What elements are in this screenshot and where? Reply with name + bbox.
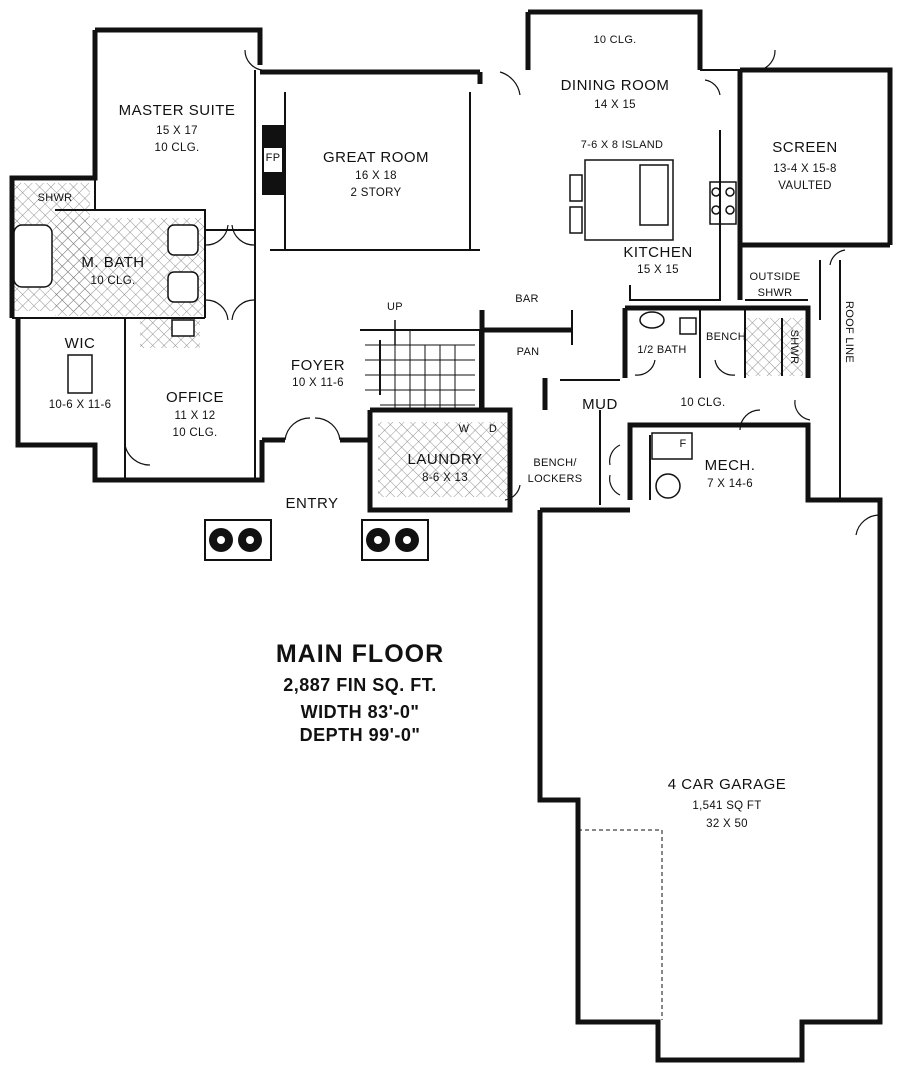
great-room-name: GREAT ROOM [322, 149, 430, 166]
plan-info-block: MAIN FLOOR 2,887 FIN SQ. FT. WIDTH 83'-0… [276, 640, 444, 746]
entry-label: ENTRY [285, 495, 339, 512]
master-shower-label: SHWR [37, 192, 73, 204]
master-suite-clg: 10 CLG. [154, 142, 200, 154]
garage-name: 4 CAR GARAGE [667, 776, 787, 793]
plan-depth: DEPTH 99'-0" [299, 725, 421, 745]
dining-room-name: DINING ROOM [560, 77, 670, 94]
pantry-label: PAN [516, 346, 540, 358]
plan-width: WIDTH 83'-0" [300, 702, 420, 722]
kitchen-fixtures [569, 159, 737, 499]
mud-name: MUD [582, 396, 618, 413]
mech-name: MECH. [704, 457, 756, 474]
fireplace [262, 125, 284, 195]
interior-walls [12, 69, 841, 505]
foyer-name: FOYER [290, 357, 346, 374]
bath-fixtures [13, 224, 697, 394]
office-clg: 10 CLG. [172, 427, 218, 439]
screen-porch-name: SCREEN [772, 139, 838, 156]
stair-up-label: UP [387, 301, 403, 313]
front-planters [204, 519, 429, 561]
doors [124, 49, 881, 536]
office-dim: 11 X 12 [174, 410, 216, 422]
shower-vertical-label: SHWR [787, 329, 800, 365]
plan-title: MAIN FLOOR [275, 640, 445, 668]
dining-room-dim: 14 X 15 [594, 99, 636, 111]
master-suite-dim: 15 X 17 [156, 125, 198, 137]
garage-doors [539, 585, 663, 1020]
master-bath-clg: 10 CLG. [90, 275, 136, 287]
master-suite-name: MASTER SUITE [118, 102, 236, 119]
half-bath-label: 1/2 BATH [637, 344, 687, 356]
bar-label: BAR [515, 293, 539, 305]
great-room-story: 2 STORY [350, 187, 402, 199]
dryer-label: D [488, 423, 498, 435]
wic-name: WIC [64, 335, 96, 352]
garage-sqft: 1,541 SQ FT [692, 800, 762, 812]
outside-shower-line2: SHWR [757, 287, 793, 299]
kitchen-dim: 15 X 15 [637, 264, 679, 276]
kitchen-name: KITCHEN [623, 244, 693, 261]
wic-dim: 10-6 X 11-6 [48, 399, 112, 411]
washer-label: W [458, 423, 470, 435]
bench-label: BENCH [705, 331, 747, 343]
laundry-dim: 8-6 X 13 [422, 472, 468, 484]
outside-shower-line1: OUTSIDE [749, 271, 801, 283]
foyer-dim: 10 X 11-6 [292, 377, 344, 389]
garage-dim: 32 X 50 [706, 818, 748, 830]
stairs [365, 320, 475, 410]
bench-lockers-line1: BENCH/ [533, 457, 577, 469]
office-name: OFFICE [166, 389, 224, 406]
plan-sqft: 2,887 FIN SQ. FT. [283, 675, 437, 695]
great-room-dim: 16 X 18 [355, 170, 397, 182]
mud-clg: 10 CLG. [680, 397, 726, 409]
master-bath-name: M. BATH [81, 254, 145, 271]
furnace-label: F [679, 438, 687, 450]
mech-dim: 7 X 14-6 [707, 478, 753, 490]
walls [9, 9, 893, 1063]
screen-porch-vaulted: VAULTED [778, 180, 832, 192]
island-label: 7-6 X 8 ISLAND [580, 139, 664, 151]
fireplace-label: FP [265, 152, 281, 164]
screen-porch-dim: 13-4 X 15-8 [773, 163, 837, 175]
laundry-name: LAUNDRY [407, 451, 483, 468]
dining-clg: 10 CLG. [593, 34, 637, 46]
bench-lockers-line2: LOCKERS [527, 473, 583, 485]
roof-line-label: ROOF LINE [842, 301, 855, 363]
